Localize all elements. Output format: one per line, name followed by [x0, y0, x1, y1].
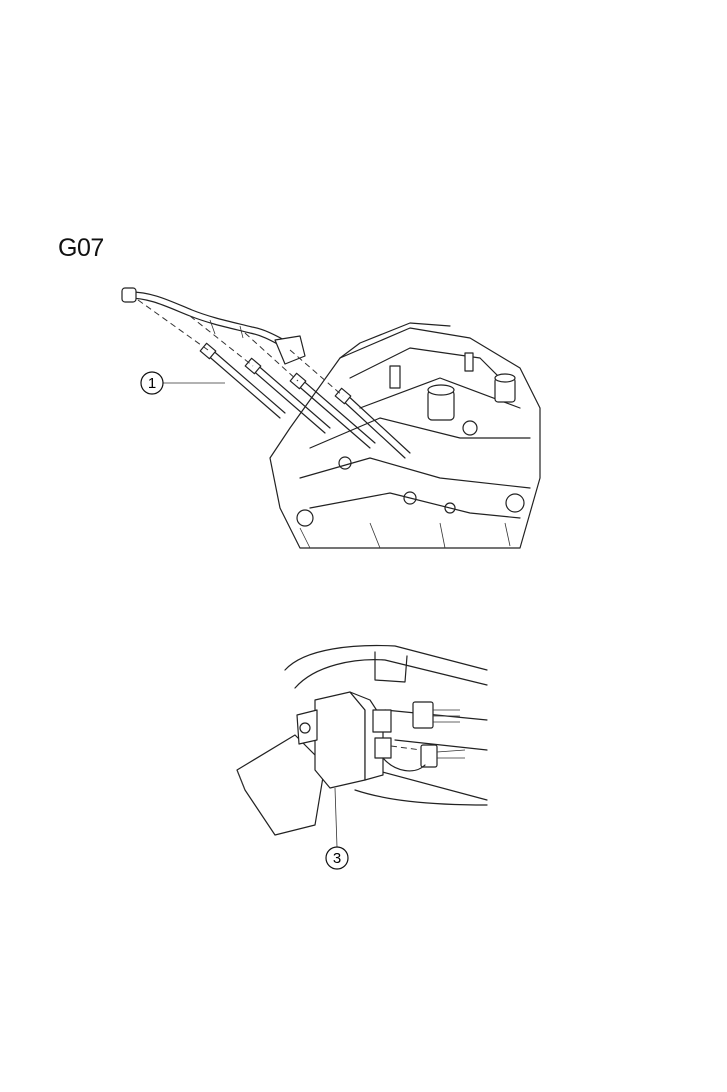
connector-drawing — [382, 701, 466, 772]
callout-3-label: 3 — [333, 850, 341, 867]
callout-1-label: 1 — [148, 375, 156, 392]
page-code: G07 — [58, 234, 104, 262]
callout-3: 3 — [325, 787, 349, 870]
alignment-dashed-lines — [137, 299, 344, 397]
callout-1: 1 — [140, 371, 225, 395]
engine-glow-plug-illustration: 1 — [121, 287, 541, 549]
duct-panel-drawing — [236, 734, 326, 836]
resistor-body-drawing — [296, 691, 392, 789]
blower-resistor-illustration: 3 — [236, 644, 488, 870]
engine-head-drawing — [269, 322, 541, 549]
housing-drawing — [284, 644, 488, 806]
